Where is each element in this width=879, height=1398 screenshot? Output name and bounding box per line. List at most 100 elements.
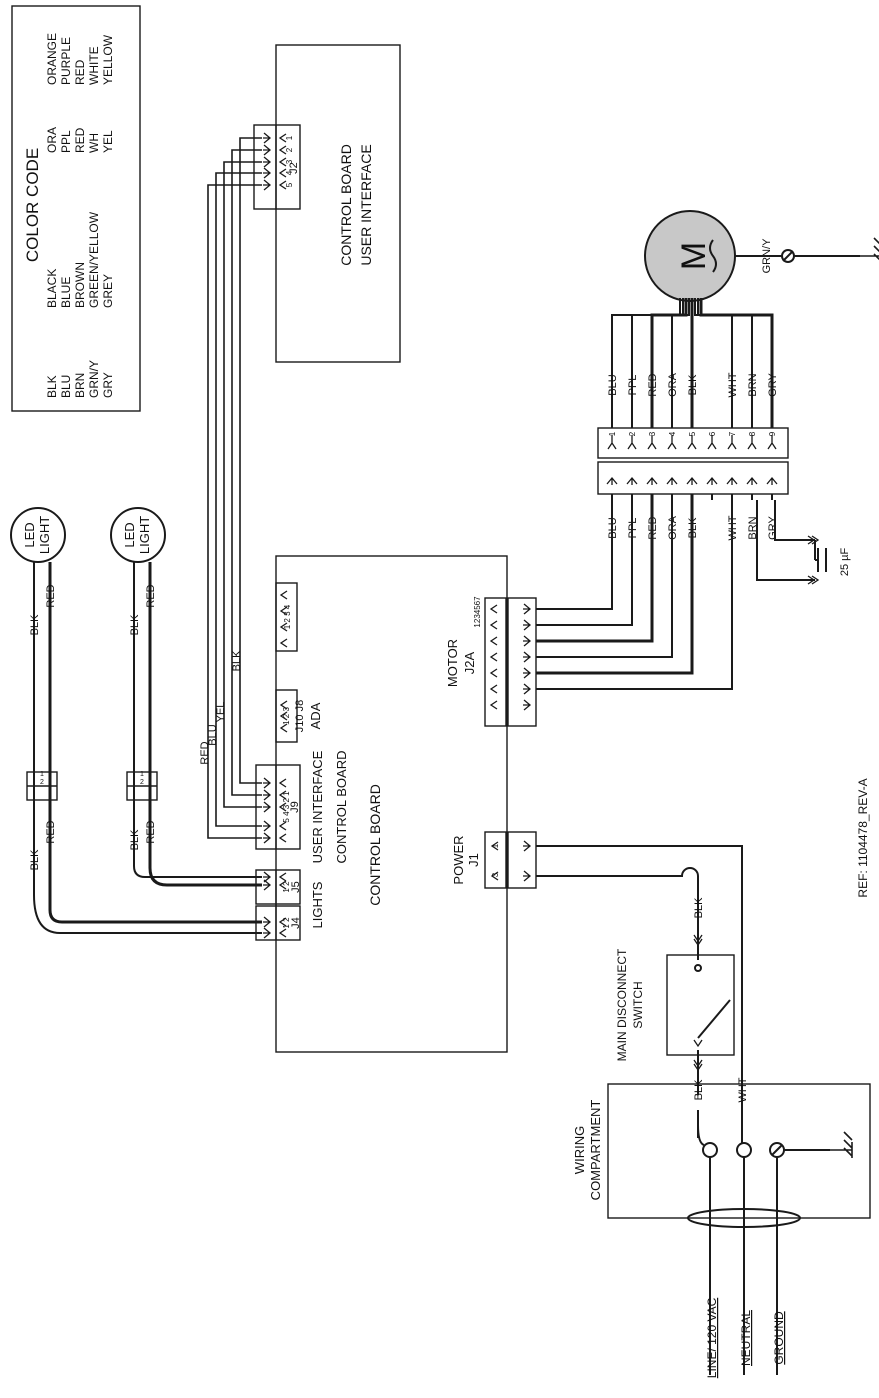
- svg-text:BLK: BLK: [129, 829, 141, 850]
- harness-pin-number: 2: [628, 431, 637, 436]
- switch-blade: [697, 999, 731, 1039]
- harness-pin-number: 4: [668, 431, 677, 436]
- legend-abbr: GRN/Y: [87, 360, 101, 398]
- wire-blk-bottom-label: BLK: [693, 1079, 705, 1100]
- board-lead-label: GRY: [767, 516, 779, 540]
- svg-text:LIGHT: LIGHT: [37, 516, 52, 554]
- svg-text:1 2 3 4: 1 2 3 4: [283, 604, 292, 629]
- motor-lead-label: ORA: [667, 372, 679, 397]
- motor-capacitor: 25 µF: [756, 500, 851, 585]
- j2-pin-number: 2: [285, 147, 294, 152]
- legend-name: WHITE: [87, 46, 101, 85]
- svg-text:1234567: 1234567: [473, 596, 482, 628]
- wiring-compartment: WIRING COMPARTMENT LINE/ 120 VAC NEUTRAL…: [572, 1083, 871, 1378]
- svg-text:1: 1: [40, 771, 44, 778]
- supply-ground-label: GROUND: [772, 1311, 786, 1365]
- legend-abbr: BLU: [59, 375, 73, 398]
- harness-pin-number: 6: [708, 431, 717, 436]
- connector-j4-label: J4: [290, 917, 302, 929]
- wire-wht-label: WHT: [737, 1077, 749, 1102]
- harness-pin-number: 8: [748, 431, 757, 436]
- motor-lead-label: WHT: [727, 372, 739, 397]
- legend-abbr: ORA: [45, 127, 59, 153]
- legend-name: PURPLE: [59, 37, 73, 85]
- motor-lead-label: BLK: [687, 374, 699, 395]
- motor-label: MOTOR: [445, 639, 460, 687]
- j2-pin-number: 3: [285, 159, 294, 164]
- svg-text:2: 2: [140, 779, 144, 786]
- legend-name: BLUE: [59, 277, 73, 308]
- legend-abbr: RED: [73, 127, 87, 153]
- led-light-top: LED LIGHT: [10, 507, 66, 563]
- connector-j1-plug: [507, 831, 537, 889]
- power-connector-label: J1: [466, 853, 481, 867]
- cable-clamp: [687, 1208, 801, 1228]
- svg-text:1 2 3: 1 2 3: [282, 707, 291, 725]
- harness-pin-number: 9: [768, 431, 777, 436]
- motor-lead-label: BLU: [607, 374, 619, 395]
- legend-name: RED: [73, 59, 87, 85]
- user-interface-label: USER INTERFACE: [310, 750, 325, 863]
- svg-text:YEL: YEL: [215, 702, 227, 723]
- harness-pin-number: 3: [648, 431, 657, 436]
- j2-pin-number: 4: [285, 170, 294, 175]
- main-control-board: CONTROL BOARD 5 4 3 2 1 J9 USER INTERFAC…: [255, 555, 537, 1053]
- ui-board-label-2: USER INTERFACE: [358, 144, 374, 265]
- ground-icon: [859, 237, 879, 265]
- svg-text:RED: RED: [199, 741, 211, 764]
- color-code-legend: COLOR CODE BLKBLACKBLUBLUEBRNBROWNGRN/YG…: [11, 5, 141, 412]
- ui-board-label-1: CONTROL BOARD: [338, 144, 354, 266]
- j2-pin-number: 1: [285, 135, 294, 140]
- legend-name: GREY: [101, 274, 115, 308]
- svg-text:BLK: BLK: [129, 614, 141, 635]
- legend-abbr: YEL: [101, 130, 115, 153]
- legend-name: BLACK: [45, 269, 59, 308]
- led-wiring: 1 2 1 2 BLK RED BLK RED BLK RED BLK RED: [26, 562, 262, 934]
- svg-text:LED: LED: [122, 522, 137, 547]
- power-label: POWER: [451, 835, 466, 884]
- motor-lead-label: GRY: [767, 373, 779, 397]
- switch-label-2: SWITCH: [631, 981, 645, 1028]
- legend-abbr: BLK: [45, 375, 59, 398]
- svg-text:BLK: BLK: [29, 849, 41, 870]
- legend-name: GREEN/YELLOW: [87, 211, 101, 308]
- svg-text:1 2: 1 2: [282, 881, 291, 893]
- capacitor-label: 25 µF: [839, 548, 851, 577]
- svg-text:3: 3: [491, 872, 500, 877]
- connector-j2a-board: [484, 597, 507, 727]
- ui-board-j2-label: J2: [288, 162, 300, 174]
- svg-text:5 4 3 2 1: 5 4 3 2 1: [282, 791, 291, 823]
- svg-text:RED: RED: [45, 820, 57, 843]
- svg-text:RED: RED: [145, 820, 157, 843]
- legend-abbr: BRN: [73, 373, 87, 398]
- harness-pin-number: 1: [608, 431, 617, 436]
- connector-j9-label: J9: [289, 801, 301, 813]
- svg-text:1: 1: [491, 843, 500, 848]
- motor-connector-label: J2A: [462, 651, 477, 674]
- svg-text:RED: RED: [145, 584, 157, 607]
- motor-lead-label: PPL: [627, 375, 639, 396]
- svg-text:LED: LED: [22, 522, 37, 547]
- ui-control-board: CONTROL BOARD USER INTERFACE J2 12345: [253, 44, 401, 363]
- motor-symbol: M: [675, 242, 713, 270]
- wire-blk-top-label: BLK: [693, 897, 705, 918]
- legend-abbr: GRY: [101, 372, 115, 398]
- svg-text:LIGHT: LIGHT: [137, 516, 152, 554]
- reference-number: REF: 1104478_REV-A: [856, 778, 870, 897]
- legend-abbr: WH: [87, 133, 101, 153]
- harness-pin-number: 5: [688, 431, 697, 436]
- connector-j2a-plug: [507, 597, 537, 727]
- legend-border: [11, 5, 141, 412]
- connector-j5: [255, 869, 301, 905]
- harness-plug-board-side: [597, 461, 789, 495]
- ui-cable: RED BLU YEL BLK: [199, 137, 262, 839]
- svg-text:CONTROL BOARD: CONTROL BOARD: [334, 751, 349, 864]
- ui-board-j2-connector: [253, 124, 301, 210]
- ada-label: ADA: [308, 702, 323, 729]
- connector-aux: [275, 582, 298, 652]
- connector-j5-label: J5: [290, 881, 302, 893]
